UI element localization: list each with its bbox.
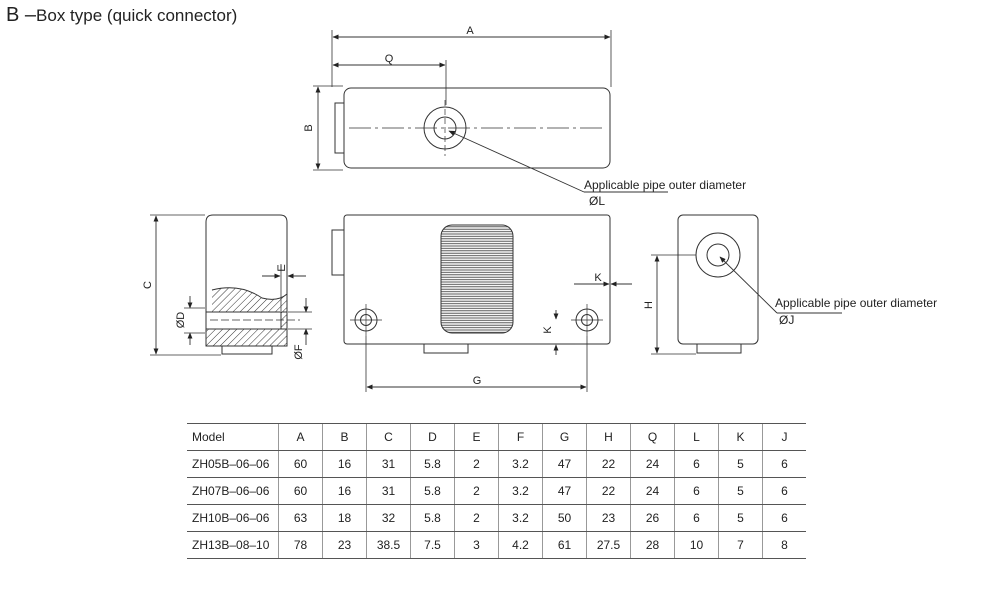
dim-label-c: C bbox=[142, 281, 154, 289]
table-cell: 24 bbox=[630, 450, 675, 478]
table-header-cell: A bbox=[278, 423, 323, 451]
table-cell: 61 bbox=[542, 531, 587, 559]
table-cell: 5 bbox=[718, 450, 763, 478]
table-cell: 16 bbox=[322, 477, 367, 505]
table-cell: 23 bbox=[322, 531, 367, 559]
table-cell: 50 bbox=[542, 504, 587, 532]
table-header-cell: Q bbox=[630, 423, 675, 451]
table-cell: 24 bbox=[630, 477, 675, 505]
top-view bbox=[334, 87, 611, 169]
table-cell: 26 bbox=[630, 504, 675, 532]
table-cell: 3 bbox=[454, 531, 499, 559]
table-cell: 2 bbox=[454, 504, 499, 532]
callout-top-label: Applicable pipe outer diameter bbox=[584, 178, 746, 192]
table-cell: 3.2 bbox=[498, 450, 543, 478]
dim-label-a: A bbox=[466, 25, 474, 37]
page-title: B –Box type (quick connector) bbox=[6, 4, 237, 27]
front-view bbox=[331, 214, 611, 354]
table-cell: 47 bbox=[542, 477, 587, 505]
table-header-cell: H bbox=[586, 423, 631, 451]
table-cell: 3.2 bbox=[498, 504, 543, 532]
spec-table: Model A B C D E F G H Q L K J ZH05B–06–0… bbox=[187, 423, 806, 559]
table-cell: 5.8 bbox=[410, 504, 455, 532]
table-header-cell: Model bbox=[187, 423, 279, 451]
table-cell: 6 bbox=[762, 450, 806, 478]
dim-label-q: Q bbox=[385, 53, 394, 65]
table-cell: 5 bbox=[718, 504, 763, 532]
table-row: ZH10B–06–06 63 18 32 5.8 2 3.2 50 23 26 … bbox=[187, 504, 806, 532]
table-cell: 10 bbox=[674, 531, 719, 559]
table-header-cell: B bbox=[322, 423, 367, 451]
dim-label-e: E bbox=[276, 264, 288, 271]
table-cell: 78 bbox=[278, 531, 323, 559]
table-cell: 47 bbox=[542, 450, 587, 478]
table-cell: 6 bbox=[674, 477, 719, 505]
table-cell: 31 bbox=[366, 477, 411, 505]
table-cell: 22 bbox=[586, 450, 631, 478]
dim-label-g: G bbox=[473, 375, 482, 387]
table-cell: 38.5 bbox=[366, 531, 411, 559]
table-cell: 31 bbox=[366, 450, 411, 478]
table-cell: 6 bbox=[674, 504, 719, 532]
table-header-cell: G bbox=[542, 423, 587, 451]
callout-right-label: Applicable pipe outer diameter bbox=[775, 296, 937, 310]
table-cell: 22 bbox=[586, 477, 631, 505]
table-header-cell: L bbox=[674, 423, 719, 451]
table-cell: ZH07B–06–06 bbox=[187, 477, 279, 505]
table-header-row: Model A B C D E F G H Q L K J bbox=[187, 423, 806, 451]
table-cell: 8 bbox=[762, 531, 806, 559]
table-cell: 23 bbox=[586, 504, 631, 532]
table-cell: ZH05B–06–06 bbox=[187, 450, 279, 478]
table-cell: 5.8 bbox=[410, 450, 455, 478]
table-cell: 16 bbox=[322, 450, 367, 478]
table-header-cell: K bbox=[718, 423, 763, 451]
table-header-cell: J bbox=[762, 423, 806, 451]
callout-top-symbol: ØL bbox=[589, 194, 605, 208]
dim-label-h: H bbox=[643, 301, 655, 309]
table-header-cell: F bbox=[498, 423, 543, 451]
table-cell: 60 bbox=[278, 477, 323, 505]
table-cell: ZH13B–08–10 bbox=[187, 531, 279, 559]
table-header-cell: C bbox=[366, 423, 411, 451]
table-cell: 2 bbox=[454, 477, 499, 505]
table-cell: 4.2 bbox=[498, 531, 543, 559]
callout-right-symbol: ØJ bbox=[779, 313, 794, 327]
table-row: ZH07B–06–06 60 16 31 5.8 2 3.2 47 22 24 … bbox=[187, 477, 806, 505]
table-header-cell: E bbox=[454, 423, 499, 451]
title-prefix: B – bbox=[6, 4, 37, 26]
table-header-cell: D bbox=[410, 423, 455, 451]
table-cell: 6 bbox=[762, 504, 806, 532]
title-text: Box type (quick connector) bbox=[36, 6, 238, 25]
dim-label-b: B bbox=[303, 124, 315, 131]
dim-label-d: ØD bbox=[175, 312, 187, 329]
table-cell: 2 bbox=[454, 450, 499, 478]
table-cell: 18 bbox=[322, 504, 367, 532]
table-cell: 60 bbox=[278, 450, 323, 478]
table-cell: 27.5 bbox=[586, 531, 631, 559]
dim-label-k-horizontal: K bbox=[594, 272, 602, 284]
table-cell: 6 bbox=[762, 477, 806, 505]
table-cell: 6 bbox=[674, 450, 719, 478]
table-row: ZH13B–08–10 78 23 38.5 7.5 3 4.2 61 27.5… bbox=[187, 531, 806, 559]
dim-label-f: ØF bbox=[293, 344, 305, 360]
side-section-view bbox=[205, 214, 300, 355]
end-view bbox=[677, 214, 759, 354]
table-cell: 7.5 bbox=[410, 531, 455, 559]
table-cell: 32 bbox=[366, 504, 411, 532]
table-cell: ZH10B–06–06 bbox=[187, 504, 279, 532]
table-cell: 5.8 bbox=[410, 477, 455, 505]
table-cell: 28 bbox=[630, 531, 675, 559]
table-cell: 63 bbox=[278, 504, 323, 532]
table-cell: 3.2 bbox=[498, 477, 543, 505]
table-row: ZH05B–06–06 60 16 31 5.8 2 3.2 47 22 24 … bbox=[187, 450, 806, 478]
dim-label-k-vertical: K bbox=[542, 326, 554, 334]
table-cell: 7 bbox=[718, 531, 763, 559]
table-cell: 5 bbox=[718, 477, 763, 505]
